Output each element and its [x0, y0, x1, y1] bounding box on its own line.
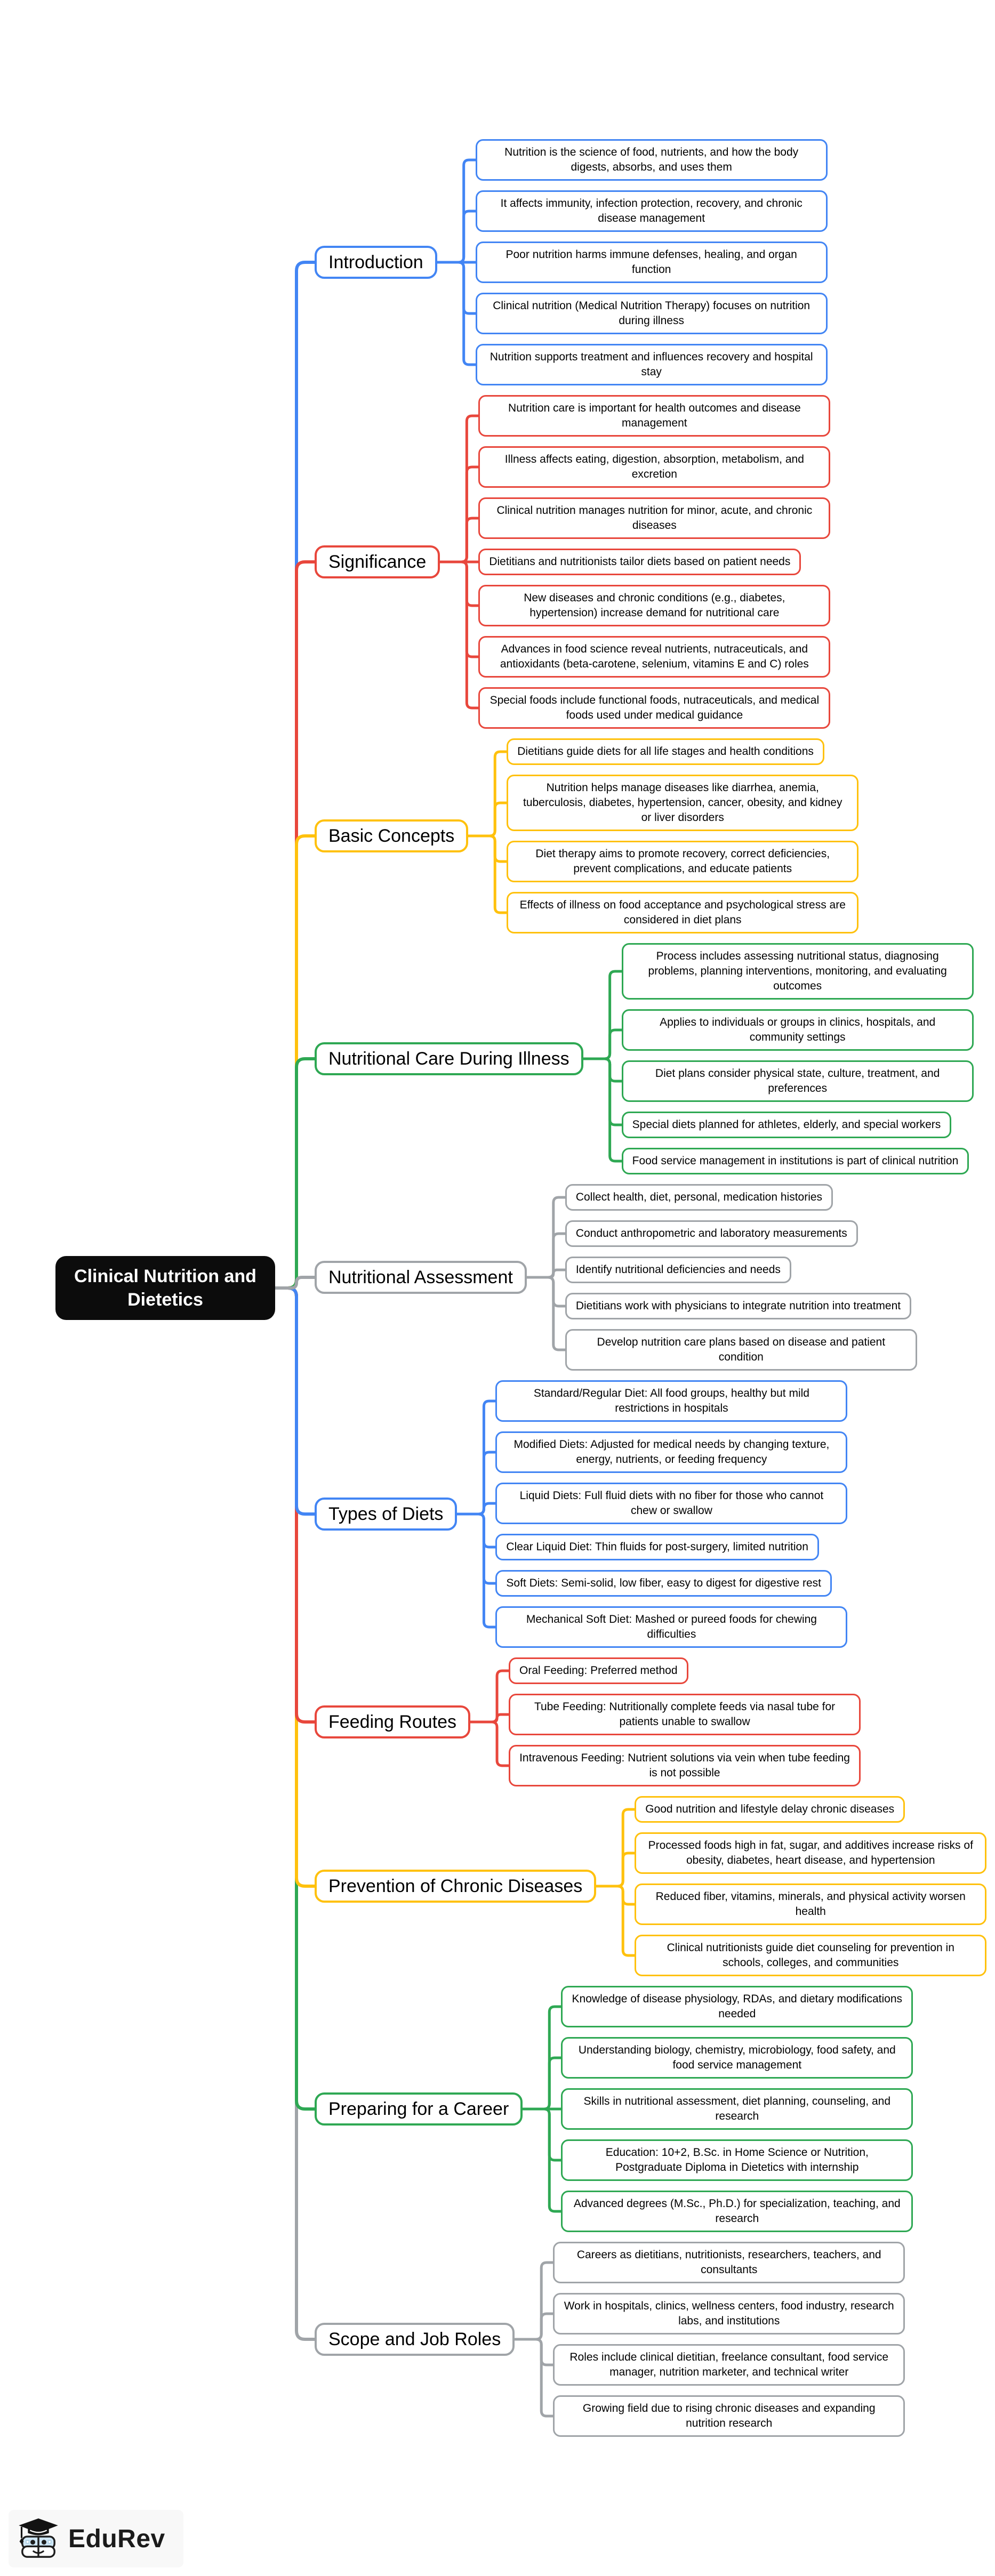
- connector: [524, 1276, 568, 1351]
- leaf-node[interactable]: Skills in nutritional assessment, diet p…: [561, 2088, 913, 2130]
- leaf-node[interactable]: Liquid Diets: Full fluid diets with no f…: [495, 1483, 848, 1524]
- branch-label[interactable]: Nutritional Assessment: [315, 1260, 527, 1294]
- leaf-group: Dietitians guide diets for all life stag…: [507, 738, 859, 933]
- leaf-group: Collect health, diet, personal, medicati…: [565, 1184, 917, 1371]
- branch-label[interactable]: Nutritional Care During Illness: [315, 1042, 583, 1076]
- leaf-node[interactable]: Intravenous Feeding: Nutrient solutions …: [509, 1745, 861, 1786]
- branch-label[interactable]: Basic Concepts: [315, 819, 469, 853]
- leaf-node[interactable]: Advances in food science reveal nutrient…: [478, 636, 831, 678]
- leaf-node[interactable]: Special diets planned for athletes, elde…: [621, 1112, 952, 1138]
- leaf-node[interactable]: Diet plans consider physical state, cult…: [621, 1060, 974, 1102]
- leaf-node[interactable]: Develop nutrition care plans based on di…: [565, 1329, 917, 1371]
- branch-column: Introduction Nutrition is the science of …: [315, 0, 987, 2576]
- branch-label[interactable]: Introduction: [315, 245, 437, 279]
- leaf-node[interactable]: Illness affects eating, digestion, absor…: [478, 446, 831, 488]
- leaf-node[interactable]: Nutrition care is important for health o…: [478, 395, 831, 437]
- connector: [512, 2338, 557, 2418]
- branch-label[interactable]: Significance: [315, 545, 440, 579]
- leaf-node[interactable]: Clinical nutrition (Medical Nutrition Th…: [475, 293, 828, 334]
- branch-preparing-for-a-career: Preparing for a Career Knowledge of disea…: [315, 1986, 913, 2232]
- branch-label[interactable]: Feeding Routes: [315, 1705, 471, 1739]
- leaf-node[interactable]: Modified Diets: Adjusted for medical nee…: [495, 1431, 848, 1473]
- leaf-node[interactable]: Roles include clinical dietitian, freela…: [553, 2344, 905, 2386]
- leaf-node[interactable]: Identify nutritional deficiencies and ne…: [565, 1257, 791, 1283]
- leaf-node[interactable]: Conduct anthropometric and laboratory me…: [565, 1220, 858, 1247]
- leaf-node[interactable]: Nutrition is the science of food, nutrie…: [475, 139, 828, 181]
- leaf-node[interactable]: Mechanical Soft Diet: Mashed or pureed f…: [495, 1606, 848, 1648]
- connector: [274, 1276, 318, 1290]
- connector: [594, 1885, 638, 1957]
- leaf-node[interactable]: Growing field due to rising chronic dise…: [553, 2395, 905, 2437]
- leaf-node[interactable]: Special foods include functional foods, …: [478, 687, 831, 729]
- leaf-node[interactable]: New diseases and chronic conditions (e.g…: [478, 585, 831, 626]
- leaf-node[interactable]: Collect health, diet, personal, medicati…: [565, 1184, 833, 1211]
- leaf-node[interactable]: Knowledge of disease physiology, RDAs, a…: [561, 1986, 913, 2027]
- branch-basic-concepts: Basic Concepts Dietitians guide diets for…: [315, 738, 859, 933]
- leaf-node[interactable]: Diet therapy aims to promote recovery, c…: [507, 841, 859, 882]
- leaf-node[interactable]: Good nutrition and lifestyle delay chron…: [635, 1796, 905, 1823]
- leaf-node[interactable]: It affects immunity, infection protectio…: [475, 190, 828, 232]
- graduation-cap-book-icon: [19, 2518, 58, 2558]
- leaf-node[interactable]: Advanced degrees (M.Sc., Ph.D.) for spec…: [561, 2191, 913, 2232]
- leaf-node[interactable]: Applies to individuals or groups in clin…: [621, 1009, 974, 1051]
- leaf-node[interactable]: Careers as dietitians, nutritionists, re…: [553, 2242, 905, 2283]
- connector: [520, 2107, 565, 2213]
- branch-prevention-of-chronic-diseases: Prevention of Chronic Diseases Good nutri…: [315, 1796, 987, 1976]
- edurev-logo[interactable]: EduRev: [9, 2510, 183, 2567]
- leaf-group: Careers as dietitians, nutritionists, re…: [553, 2242, 905, 2437]
- branch-label[interactable]: Prevention of Chronic Diseases: [315, 1869, 597, 1903]
- leaf-node[interactable]: Clear Liquid Diet: Thin fluids for post-…: [495, 1534, 819, 1560]
- leaf-node[interactable]: Poor nutrition harms immune defenses, he…: [475, 241, 828, 283]
- leaf-node[interactable]: Soft Diets: Semi-solid, low fiber, easy …: [495, 1570, 832, 1597]
- leaf-node[interactable]: Oral Feeding: Preferred method: [509, 1657, 688, 1684]
- edurev-logo-text: EduRev: [68, 2524, 165, 2553]
- branch-feeding-routes: Feeding Routes Oral Feeding: Preferred me…: [315, 1657, 861, 1786]
- connector: [435, 261, 479, 366]
- branch-scope-and-job-roles: Scope and Job Roles Careers as dietitians…: [315, 2242, 905, 2437]
- leaf-node[interactable]: Nutrition supports treatment and influen…: [475, 344, 828, 385]
- leaf-node[interactable]: Effects of illness on food acceptance an…: [507, 892, 859, 933]
- connector: [274, 1057, 318, 1290]
- root-node[interactable]: Clinical Nutrition and Dietetics: [55, 1256, 275, 1320]
- branch-introduction: Introduction Nutrition is the science of …: [315, 139, 828, 385]
- connector: [438, 560, 482, 710]
- leaf-group: Process includes assessing nutritional s…: [621, 943, 974, 1174]
- leaf-node[interactable]: Dietitians guide diets for all life stag…: [507, 738, 824, 765]
- leaf-node[interactable]: Tube Feeding: Nutritionally complete fee…: [509, 1694, 861, 1735]
- leaf-group: Nutrition is the science of food, nutrie…: [475, 139, 828, 385]
- leaf-group: Standard/Regular Diet: All food groups, …: [495, 1380, 848, 1648]
- leaf-node[interactable]: Standard/Regular Diet: All food groups, …: [495, 1380, 848, 1422]
- branch-nutritional-assessment: Nutritional Assessment Collect health, di…: [315, 1184, 917, 1371]
- leaf-node[interactable]: Reduced fiber, vitamins, minerals, and p…: [635, 1883, 987, 1925]
- leaf-node[interactable]: Education: 10+2, B.Sc. in Home Science o…: [561, 2139, 913, 2181]
- branch-label[interactable]: Preparing for a Career: [315, 2092, 523, 2126]
- connector: [468, 1720, 512, 1767]
- leaf-node[interactable]: Food service management in institutions …: [621, 1148, 969, 1174]
- branch-label[interactable]: Types of Diets: [315, 1497, 458, 1531]
- leaf-node[interactable]: Processed foods high in fat, sugar, and …: [635, 1832, 987, 1874]
- leaf-group: Good nutrition and lifestyle delay chron…: [635, 1796, 987, 1976]
- leaf-node[interactable]: Work in hospitals, clinics, wellness cen…: [553, 2293, 905, 2334]
- connector: [274, 1286, 318, 1516]
- connector: [455, 1512, 499, 1629]
- branch-label[interactable]: Scope and Job Roles: [315, 2322, 515, 2356]
- leaf-node[interactable]: Dietitians work with physicians to integ…: [565, 1293, 912, 1319]
- leaf-node[interactable]: Nutrition helps manage diseases like dia…: [507, 775, 859, 831]
- branch-significance: Significance Nutrition care is important …: [315, 395, 831, 729]
- leaf-node[interactable]: Clinical nutrition manages nutrition for…: [478, 497, 831, 539]
- leaf-node[interactable]: Dietitians and nutritionists tailor diet…: [478, 549, 801, 575]
- leaf-group: Knowledge of disease physiology, RDAs, a…: [561, 1986, 913, 2232]
- connector: [581, 1057, 625, 1163]
- connector: [466, 834, 510, 914]
- leaf-node[interactable]: Clinical nutritionists guide diet counse…: [635, 1935, 987, 1976]
- leaf-node[interactable]: Process includes assessing nutritional s…: [621, 943, 974, 1000]
- branch-nutritional-care-during-illness: Nutritional Care During Illness Process i…: [315, 943, 974, 1174]
- leaf-node[interactable]: Understanding biology, chemistry, microb…: [561, 2037, 913, 2079]
- leaf-group: Nutrition care is important for health o…: [478, 395, 831, 729]
- branch-types-of-diets: Types of Diets Standard/Regular Diet: All…: [315, 1380, 848, 1648]
